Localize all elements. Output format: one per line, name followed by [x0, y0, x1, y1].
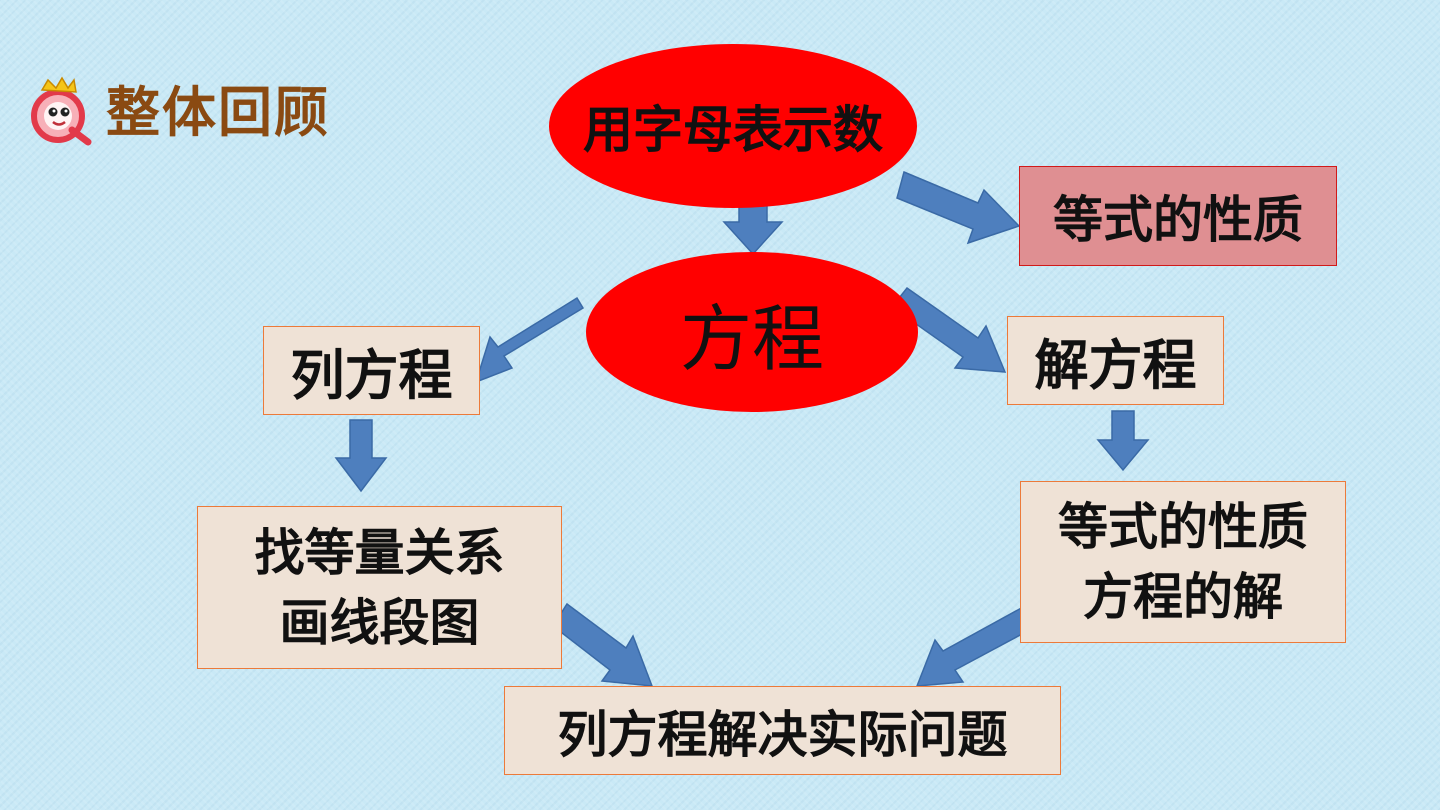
node-equality-properties-top: 等式的性质: [1019, 166, 1337, 266]
page-title: 整体回顾: [106, 81, 330, 144]
q-mascot-icon: [31, 76, 92, 146]
node-find-relation-line2: 画线段图: [279, 593, 480, 652]
node-find-relation-line1: 找等量关系: [254, 523, 505, 582]
node-real-problems: 列方程解决实际问题: [504, 686, 1061, 775]
arrow-props-to-problems: [915, 604, 1039, 687]
node-solve-equation-label: 解方程: [1034, 334, 1197, 397]
node-equality-properties-top-label: 等式的性质: [1053, 191, 1303, 249]
node-properties-line2: 方程的解: [1083, 568, 1283, 626]
node-letters-label: 用字母表示数: [583, 101, 883, 159]
arrow-relation-to-problems: [551, 602, 654, 687]
node-write-equation-label: 列方程: [290, 344, 453, 407]
node-solve-equation: 解方程: [1007, 316, 1224, 405]
arrow-equation-to-write: [474, 296, 585, 384]
node-letters-as-numbers: 用字母表示数: [549, 44, 917, 208]
node-real-problems-label: 列方程解决实际问题: [557, 705, 1008, 764]
node-equation: 方程: [586, 252, 918, 412]
node-properties-solution: 等式的性质 方程的解: [1020, 481, 1346, 643]
arrow-letters-to-properties: [896, 170, 1021, 245]
arrow-solve-to-props: [1096, 410, 1150, 472]
node-write-equation: 列方程: [263, 326, 480, 415]
node-find-relation: 找等量关系 画线段图: [197, 506, 562, 669]
arrow-write-to-relation: [334, 419, 388, 493]
node-properties-line1: 等式的性质: [1058, 498, 1308, 556]
node-equation-label: 方程: [679, 296, 824, 381]
